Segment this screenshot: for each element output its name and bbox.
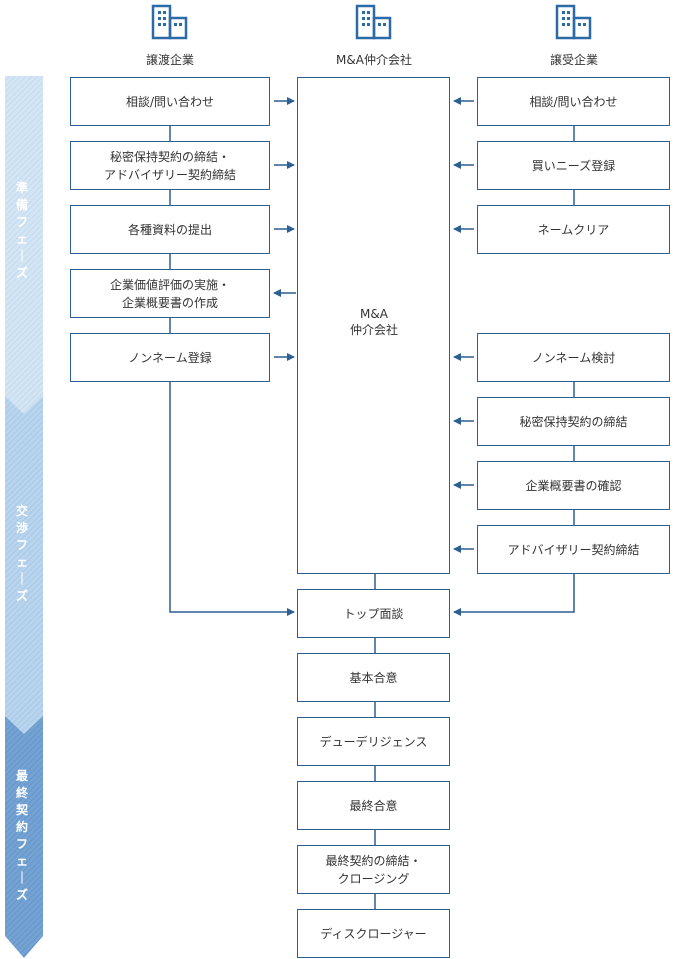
building-icon <box>355 4 392 40</box>
phase-char: フ <box>15 837 28 851</box>
buyer-step-name-clear: ネームクリア <box>477 205 670 254</box>
buyer-step-advisory: アドバイザリー契約締結 <box>477 525 670 574</box>
phase-char: 渉 <box>15 521 28 535</box>
seller-step-nda-advisory: 秘密保持契約の締結・ アドバイザリー契約締結 <box>70 141 270 190</box>
phase-char: フ <box>15 538 28 552</box>
phase-label-final-contract: 最終契約フェ ｜ ズ <box>10 768 34 904</box>
phase-char: ｜ <box>15 249 28 263</box>
step-top-meeting: トップ面談 <box>297 589 450 638</box>
phase-char: 備 <box>15 198 28 212</box>
phase-char: ェ <box>15 555 28 569</box>
step-basic-agreement: 基本合意 <box>297 653 450 702</box>
intermediary-label: M&A 仲介会社 <box>349 307 398 337</box>
phase-char: 最 <box>15 769 28 783</box>
phase-char: ｜ <box>15 871 28 885</box>
building-icon <box>555 4 592 40</box>
intermediary-box <box>297 77 450 574</box>
seller-step-valuation: 企業価値評価の実施・ 企業概要書の作成 <box>70 269 270 318</box>
buyer-header: 譲受企業 <box>549 53 598 67</box>
intermediary-header: M&A仲介会社 <box>336 53 412 67</box>
phase-char: 約 <box>15 820 28 834</box>
seller-to-meeting-line <box>169 381 295 616</box>
step-due-diligence: デューデリジェンス <box>297 717 450 766</box>
phase-char: 契 <box>15 803 28 817</box>
buyer-to-meeting-line <box>453 573 575 616</box>
phase-preparation <box>5 76 43 414</box>
phase-label-negotiation: 交渉フェ ｜ ズ <box>10 503 34 605</box>
buyer-step-consultation: 相談/問い合わせ <box>477 77 670 126</box>
phase-char: 交 <box>15 504 28 518</box>
step-final-agreement: 最終合意 <box>297 781 450 830</box>
building-icon <box>151 4 188 40</box>
phase-char: ｜ <box>15 572 28 586</box>
phase-char: フ <box>15 215 28 229</box>
step-closing: 最終契約の締結・ クロージング <box>297 845 450 894</box>
phase-char: 準 <box>15 181 28 195</box>
phase-char: ズ <box>15 589 28 603</box>
phase-char: ズ <box>15 266 28 280</box>
buyer-step-needs: 買いニーズ登録 <box>477 141 670 190</box>
seller-step-documents: 各種資料の提出 <box>70 205 270 254</box>
step-disclosure: ディスクロージャー <box>297 909 450 958</box>
seller-header: 譲渡企業 <box>145 53 194 67</box>
buyer-step-nonname-review: ノンネーム検討 <box>477 333 670 382</box>
phase-label-preparation: 準備フェ ｜ ズ <box>10 180 34 282</box>
buyer-step-overview-check: 企業概要書の確認 <box>477 461 670 510</box>
seller-step-consultation: 相談/問い合わせ <box>70 77 270 126</box>
phase-negotiation <box>5 396 43 734</box>
phase-char: ズ <box>15 888 28 902</box>
phase-char: ェ <box>15 232 28 246</box>
phase-final-contract <box>5 716 43 958</box>
seller-step-nonname: ノンネーム登録 <box>70 333 270 382</box>
phase-char: 終 <box>15 786 28 800</box>
phase-char: ェ <box>15 854 28 868</box>
buyer-step-nda: 秘密保持契約の締結 <box>477 397 670 446</box>
